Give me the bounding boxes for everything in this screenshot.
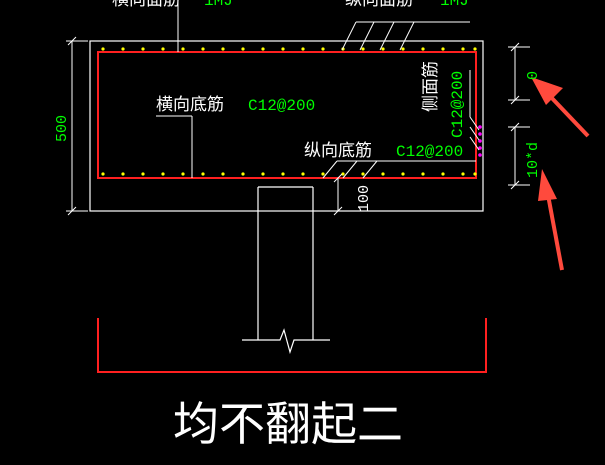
dimension-lines <box>66 36 530 216</box>
top-longitudinal-label: 纵向面筋 <box>345 0 413 10</box>
side-rebar-spec: C12@200 <box>449 71 467 138</box>
bottom-rebar-dots <box>101 172 477 176</box>
rebar-loop <box>97 51 477 179</box>
bottom-longitudinal-label: 纵向底筋 <box>304 141 372 161</box>
lower-rebar-bracket <box>97 318 487 373</box>
column <box>242 186 330 355</box>
dim-bottom-segment: 10*d <box>525 142 542 178</box>
arrow-icon <box>531 77 590 138</box>
bottom-longitudinal-spec: C12@200 <box>396 143 463 161</box>
bottom-transverse-label: 横向底筋 <box>156 95 224 115</box>
arrow-icon <box>538 169 564 271</box>
top-transverse-label: 横向面筋 <box>112 0 180 10</box>
dim-cover: 100 <box>356 185 373 212</box>
bottom-transverse-spec: C12@200 <box>248 97 315 115</box>
dim-height: 500 <box>54 115 71 142</box>
slab-outline <box>89 40 484 212</box>
leader-lines <box>156 0 480 179</box>
top-transverse-spec: 1MJ <box>204 0 233 10</box>
top-longitudinal-spec: 1MJ <box>440 0 469 10</box>
caption: 均不翻起二 <box>173 397 403 451</box>
dim-top-segment: 0 <box>525 71 542 80</box>
side-rebar-label: 侧面筋 <box>421 61 441 112</box>
top-rebar-dots <box>101 47 477 51</box>
side-rebar-marks <box>478 125 482 157</box>
